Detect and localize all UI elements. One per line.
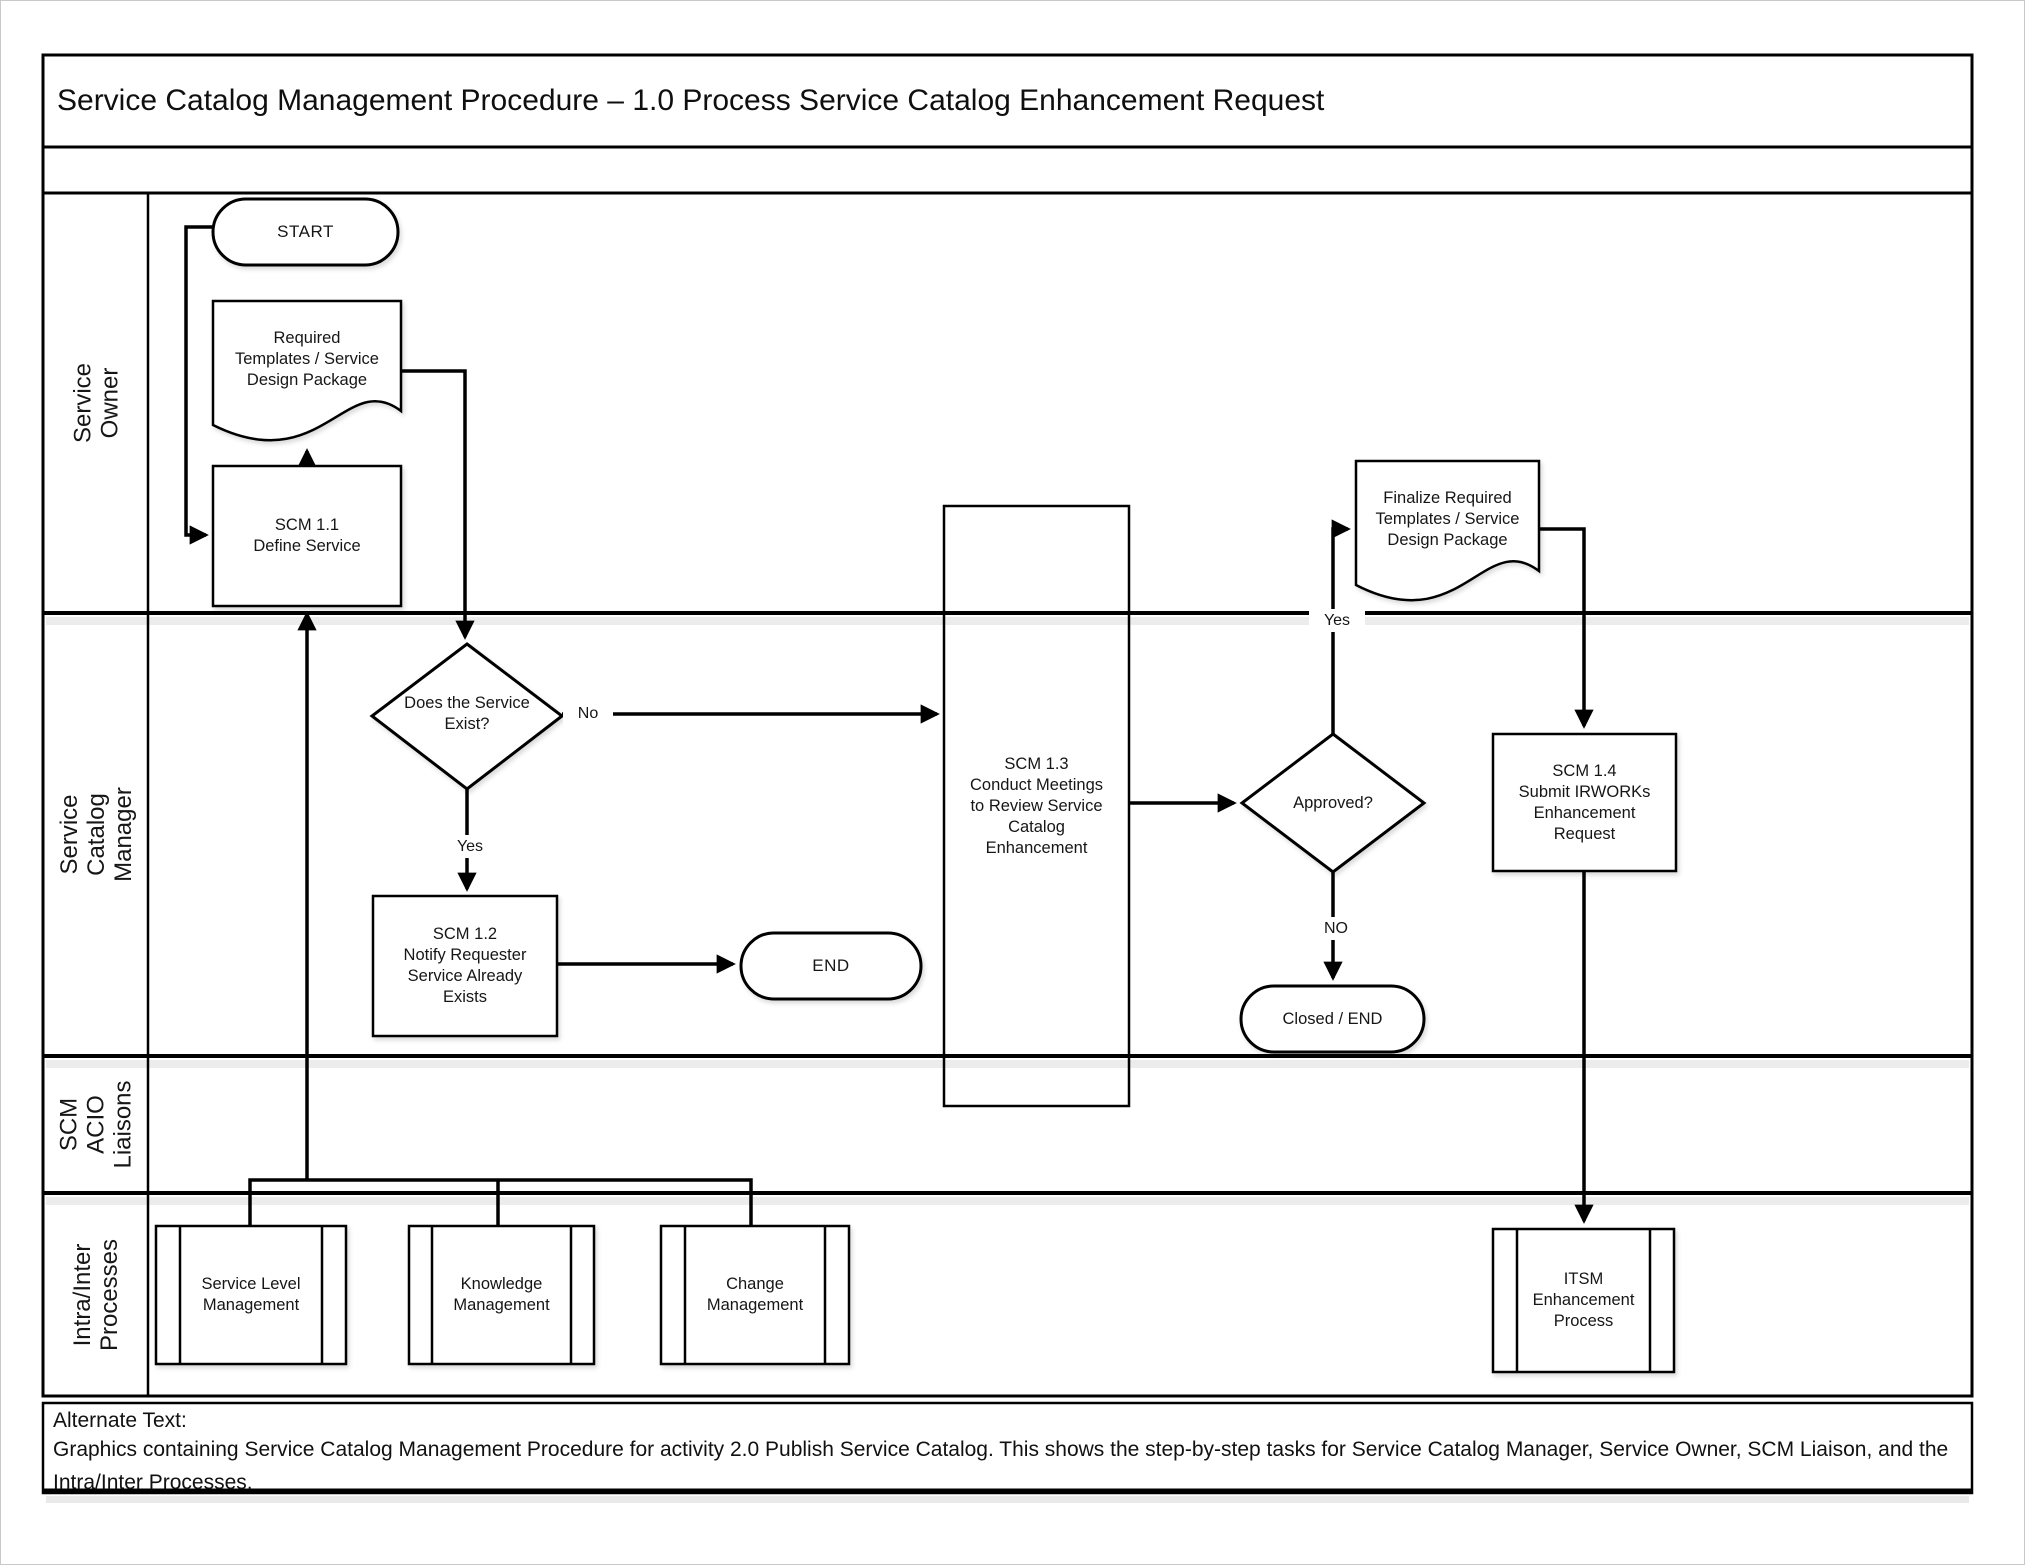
does-service-exist-label: Does the Service Exist? [404,694,530,733]
required-templates-doc-shape [211,299,403,442]
start-node-label: START [277,222,334,241]
swimlane-grid [41,53,1974,1398]
knowledge-management-label: Knowledge Management [453,1275,550,1314]
end-node-shape [739,931,923,1001]
edge-bracket [248,1178,753,1226]
scm12-node-label: SCM 1.2 Notify Requester Service Already… [403,925,527,1006]
start-node-shape [211,197,400,267]
end-node-label: END [812,956,850,975]
closed-end-label: Closed / END [1282,1009,1383,1028]
predefined-process-shapes [154,1224,1676,1374]
approved-label: Approved? [1293,793,1373,812]
diagram-frame [41,53,1974,1398]
nodes [154,197,1678,1374]
change-management-label: Change Management [706,1275,804,1314]
knowledge-management-shape [407,1224,596,1366]
required-templates-doc-label: Required Templates / Service Design Pack… [235,328,379,389]
scm13-node-label: SCM 1.3 Conduct Meetings to Review Servi… [970,754,1103,857]
lane-shadow-bands [46,617,1969,1503]
lane-label-intra-inter-processes: Intra/Inter Processes [69,1238,124,1351]
scm11-node-shape [211,464,403,608]
does-service-exist-diamond-shape [369,642,565,791]
alternate-text-box [41,1401,1974,1495]
edges [184,225,1594,1226]
scm14-node-label: SCM 1.4 Submit IRWORKs Enhancement Reque… [1518,761,1651,843]
itsm-enhancement-process-label: ITSM Enhancement Process [1532,1270,1635,1330]
lane-label-service-owner: Service Owner [69,362,124,444]
edge-label-exist-no: No [563,702,613,725]
finalize-templates-doc-shape [1354,459,1541,602]
scm12-node-shape [371,894,559,1038]
closed-end-node-shape [1239,984,1426,1054]
finalize-templates-doc-label: Finalize Required Templates / Service De… [1375,488,1520,549]
scm13-node-shape [942,504,1131,1108]
edge-label-approved-no: NO [1308,917,1364,940]
scm11-node-label: SCM 1.1 Define Service [253,516,361,555]
lane-label-scm-acio-liaisons: SCM ACIO Liaisons [56,1080,137,1169]
lane-label-service-catalog-manager: Service Catalog Manager [56,787,137,882]
edge-finalize-to-scm14 [1539,527,1594,729]
edge-label-exist-yes: Yes [442,835,498,858]
approved-diamond-shape [1239,732,1427,874]
edge-start-to-scm11 [184,225,213,545]
alt-text-body: Graphics containing Service Catalog Mana… [53,1438,1949,1494]
edge-doc-to-exist [398,369,475,640]
edge-label-approved-yes: Yes [1309,609,1365,632]
page-title: Service Catalog Management Procedure – 1… [57,84,1325,117]
alt-text-heading: Alternate Text: [53,1409,187,1432]
edge-approved-yes-to-finalize [1331,519,1351,734]
service-level-management-shape [154,1224,348,1366]
change-management-shape [659,1224,851,1366]
itsm-enhancement-process-shape [1491,1227,1676,1374]
scm14-node-shape [1491,732,1678,873]
service-level-management-label: Service Level Management [201,1275,301,1314]
